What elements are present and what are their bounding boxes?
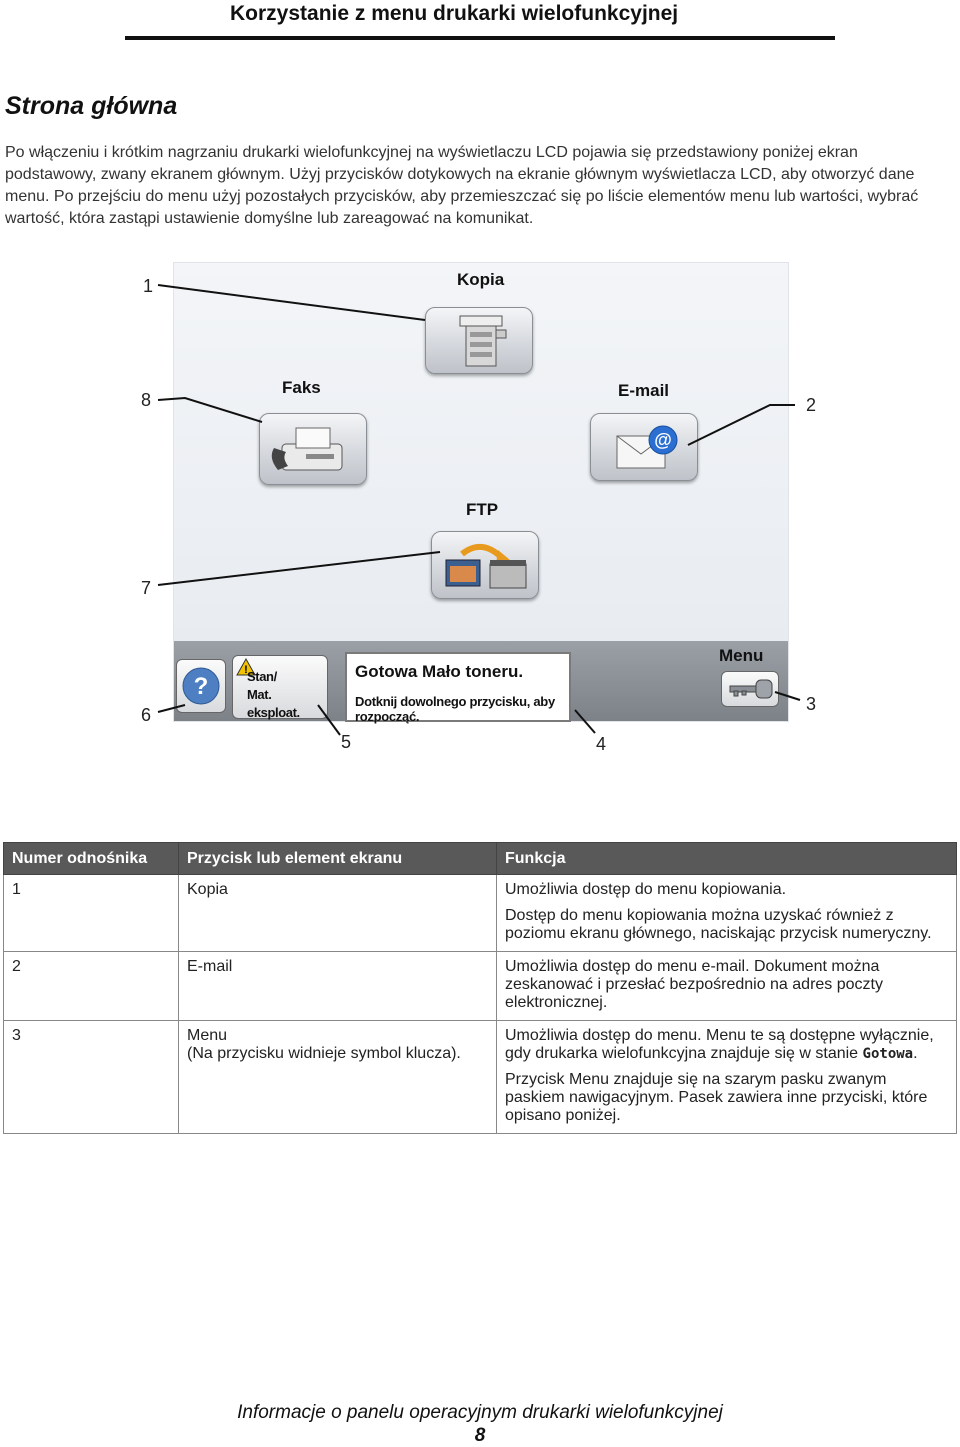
status-message-line2: Dotknij dowolnego przycisku, aby rozpocz… (355, 694, 555, 724)
callout-5: 5 (341, 732, 352, 752)
email-envelope-icon: @ (616, 425, 678, 469)
table-row: 2 E-mail Umożliwia dostęp do menu e-mail… (3, 951, 957, 1021)
stan-eksploat-button[interactable]: ! Stan/ Mat. eksploat. (232, 655, 328, 722)
help-button[interactable]: ? (176, 659, 226, 713)
warning-icon: ! (236, 658, 256, 676)
navigation-bar: ? ! Stan/ Mat. eksploat. Gotowa Mało ton… (174, 641, 788, 724)
reference-table: Numer odnośnika Przycisk lub element ekr… (3, 842, 957, 1134)
row3-element-name: Menu (187, 1027, 228, 1044)
table-header-row: Numer odnośnika Przycisk lub element ekr… (3, 842, 957, 875)
callout-6: 6 (141, 705, 152, 725)
svg-text:!: ! (244, 664, 248, 676)
key-icon (729, 679, 773, 699)
email-label: E-mail (618, 381, 670, 400)
page-header-title: Korzystanie z menu drukarki wielofunkcyj… (230, 2, 679, 25)
table-row: 3 Menu (Na przycisku widnieje symbol klu… (3, 1020, 957, 1134)
row3-element: Menu (Na przycisku widnieje symbol klucz… (178, 1020, 497, 1134)
row3-element-note: (Na przycisku widnieje symbol klucza). (187, 1045, 461, 1062)
footer-text: Informacje o panelu operacyjnym drukarki… (237, 1402, 723, 1423)
row3-func1-code: Gotowa (862, 1046, 914, 1062)
kopia-label: Kopia (457, 270, 505, 289)
ftp-button[interactable] (431, 531, 539, 599)
svg-text:?: ? (194, 673, 209, 700)
row3-func2: Przycisk Menu znajduje się na szarym pas… (505, 1071, 928, 1124)
header-numer: Numer odnośnika (3, 842, 179, 875)
status-message-box[interactable]: Gotowa Mało toneru. Dotknij dowolnego pr… (345, 652, 571, 724)
lcd-home-screen: Kopia Faks E-mail @ FTP (173, 262, 789, 724)
kopia-button[interactable] (425, 307, 533, 374)
row2-func1: Umożliwia dostęp do menu e-mail. Dokumen… (505, 958, 883, 1011)
faks-button[interactable] (259, 413, 367, 485)
row3-function: Umożliwia dostęp do menu. Menu te są dos… (496, 1020, 957, 1134)
row1-function: Umożliwia dostęp do menu kopiowania. Dos… (496, 874, 957, 952)
intro-text: Po włączeniu i krótkim nagrzaniu drukark… (5, 144, 919, 227)
row1-element: Kopia (178, 874, 497, 952)
menu-button[interactable] (721, 671, 779, 707)
callout-2: 2 (806, 395, 817, 415)
ftp-transfer-icon (445, 544, 527, 589)
copier-icon (459, 315, 507, 367)
row2-element: E-mail (178, 951, 497, 1021)
callout-8: 8 (141, 390, 152, 410)
callout-4: 4 (596, 734, 607, 754)
fax-icon (271, 427, 343, 471)
intro-paragraph: Po włączeniu i krótkim nagrzaniu drukark… (5, 142, 950, 230)
table-row: 1 Kopia Umożliwia dostęp do menu kopiowa… (3, 874, 957, 952)
row3-func1-text: Umożliwia dostęp do menu. Menu te są dos… (505, 1027, 934, 1062)
help-question-icon: ? (182, 667, 220, 705)
row3-func1: Umożliwia dostęp do menu. Menu te są dos… (505, 1027, 948, 1063)
row1-num: 1 (3, 874, 179, 952)
header-funkcja: Funkcja (496, 842, 957, 875)
faks-label: Faks (282, 378, 321, 397)
callout-7: 7 (141, 578, 152, 598)
row2-function: Umożliwia dostęp do menu e-mail. Dokumen… (496, 951, 957, 1021)
stan-line1: Stan/ (247, 669, 277, 684)
page-number: 8 (474, 1425, 486, 1446)
row2-num: 2 (3, 951, 179, 1021)
header-rule (125, 36, 835, 40)
callout-1: 1 (143, 276, 154, 296)
email-button[interactable]: @ (590, 413, 698, 481)
row3-num: 3 (3, 1020, 179, 1134)
header-przycisk: Przycisk lub element ekranu (178, 842, 497, 875)
stan-line2: Mat. eksploat. (247, 687, 300, 720)
callout-3: 3 (806, 694, 817, 714)
status-message-line1: Gotowa Mało toneru. (355, 662, 524, 681)
menu-label: Menu (719, 646, 764, 665)
ftp-label: FTP (466, 500, 499, 519)
row1-func2: Dostęp do menu kopiowania można uzyskać … (505, 907, 932, 942)
svg-text:@: @ (654, 430, 672, 450)
row1-func1: Umożliwia dostęp do menu kopiowania. (505, 881, 787, 898)
stan-eksploat-label: Stan/ Mat. eksploat. (247, 668, 327, 722)
section-heading: Strona główna (5, 92, 178, 120)
row3-func1-end: . (913, 1045, 918, 1062)
